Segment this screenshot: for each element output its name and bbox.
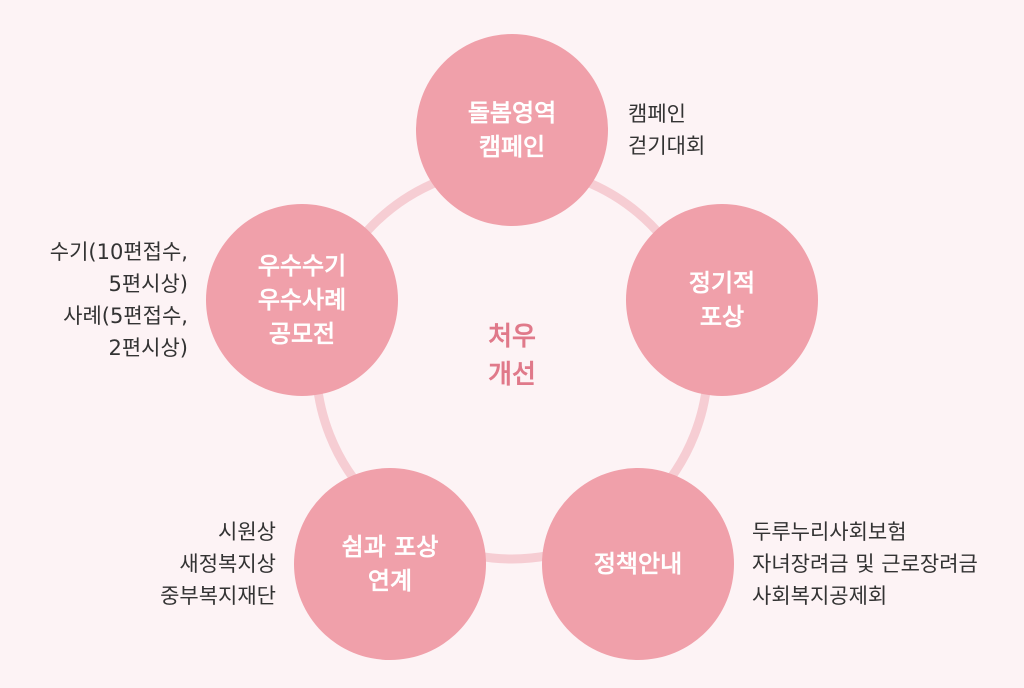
node-essay-case-contest-line-3: 공모전: [268, 320, 336, 348]
node-essay-case-contest: 우수수기 우수사례 공모전: [206, 204, 398, 396]
node-essay-case-contest-line-2: 우수사례: [257, 286, 347, 314]
node-policy-guide-line-1: 정책안내: [593, 550, 683, 578]
node-rest-award-link-line-1: 쉼과 포상: [341, 533, 439, 561]
note-rest-award-link: 시원상 새정복지상 중부복지재단: [160, 516, 276, 612]
note-policy-guide-line-3: 사회복지공제회: [752, 584, 888, 608]
note-rest-award-link-line-1: 시원상: [218, 520, 276, 544]
node-regular-award-line-1: 정기적: [688, 269, 756, 297]
note-care-campaign-line-1: 캠페인: [628, 102, 686, 126]
node-regular-award-line-2: 포상: [699, 303, 745, 331]
note-rest-award-link-line-2: 새정복지상: [179, 552, 276, 576]
center-label: 처우 개선: [462, 318, 562, 394]
node-care-campaign: 돌봄영역 캠페인: [416, 34, 608, 226]
note-care-campaign: 캠페인 걷기대회: [628, 98, 705, 162]
note-essay-case-contest: 수기(10편접수, 5편시상) 사례(5편접수, 2편시상): [50, 236, 188, 364]
node-rest-award-link: 쉼과 포상 연계: [294, 468, 486, 660]
note-care-campaign-line-2: 걷기대회: [628, 134, 706, 158]
node-essay-case-contest-line-1: 우수수기: [257, 252, 347, 280]
note-essay-case-contest-line-1: 수기(10편접수,: [49, 240, 188, 264]
note-rest-award-link-line-3: 중부복지재단: [160, 584, 276, 608]
note-policy-guide: 두루누리사회보험 자녀장려금 및 근로장려금 사회복지공제회: [752, 516, 978, 612]
note-essay-case-contest-line-4: 2편시상): [108, 336, 188, 360]
center-label-line-1: 처우: [488, 322, 536, 352]
node-care-campaign-line-2: 캠페인: [478, 133, 546, 161]
node-rest-award-link-line-2: 연계: [367, 567, 413, 595]
note-essay-case-contest-line-3: 사례(5편접수,: [63, 304, 188, 328]
note-policy-guide-line-1: 두루누리사회보험: [752, 520, 907, 544]
node-regular-award: 정기적 포상: [626, 204, 818, 396]
center-label-line-2: 개선: [488, 360, 536, 390]
note-essay-case-contest-line-2: 5편시상): [108, 272, 188, 296]
node-care-campaign-line-1: 돌봄영역: [467, 99, 557, 127]
note-policy-guide-line-2: 자녀장려금 및 근로장려금: [752, 552, 978, 576]
node-policy-guide: 정책안내: [542, 468, 734, 660]
